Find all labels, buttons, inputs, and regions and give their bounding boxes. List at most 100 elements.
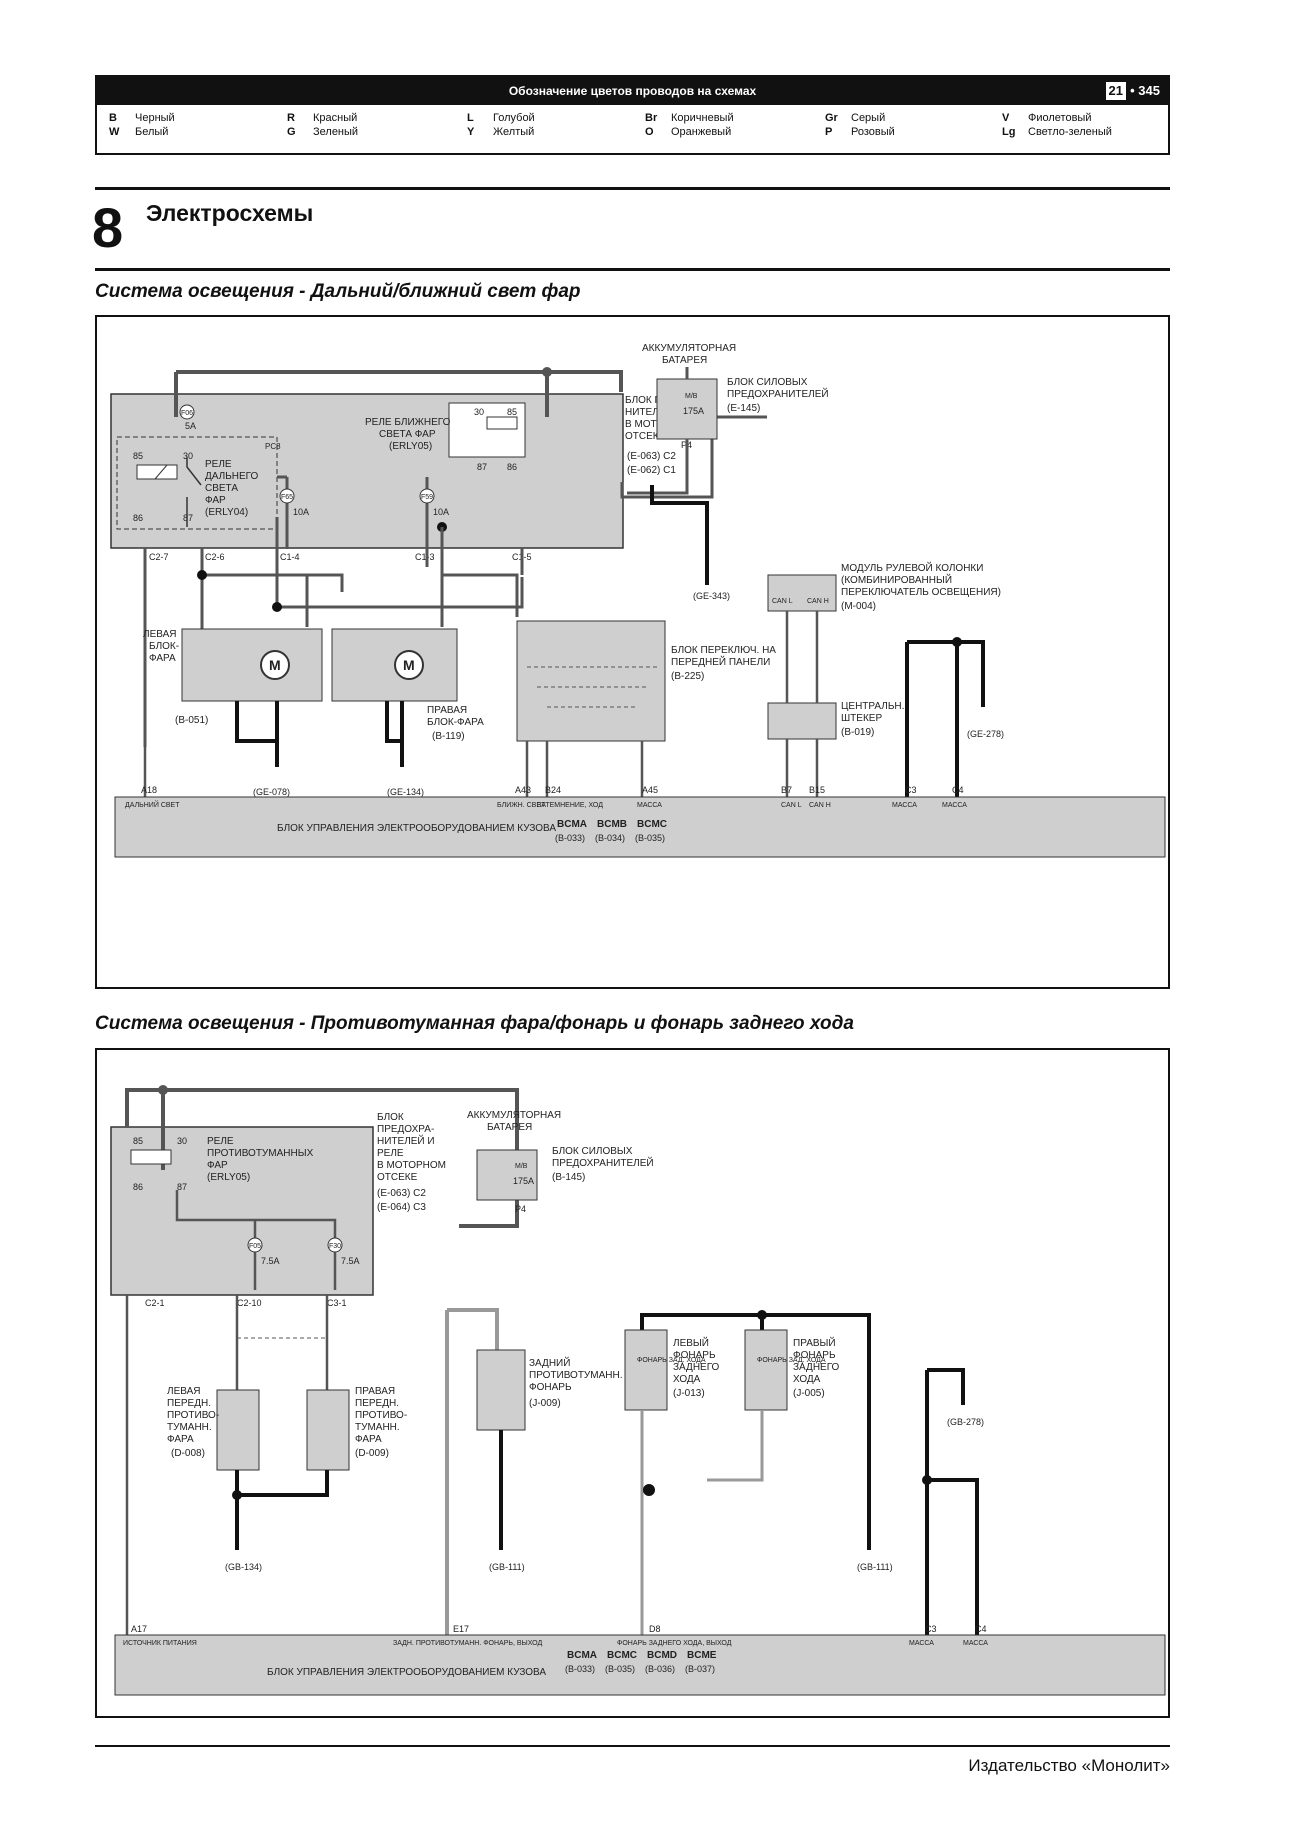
svg-text:(J-013): (J-013) [673,1388,705,1399]
svg-text:CAN L: CAN L [772,598,793,605]
svg-text:(B-225): (B-225) [671,671,704,682]
svg-text:(D-008): (D-008) [171,1448,205,1459]
svg-text:(GB-278): (GB-278) [947,1417,984,1427]
svg-text:(GE-134): (GE-134) [387,787,424,797]
svg-text:(E-145): (E-145) [727,403,760,414]
central-plug [767,702,837,740]
body-control-module [114,1634,1166,1696]
section-rule [95,187,1170,190]
svg-text:(B-033)(B-034)(B-035): (B-033)(B-034)(B-035) [555,833,665,843]
svg-text:(J-005): (J-005) [793,1388,825,1399]
left-headlamp [181,628,323,702]
svg-text:(D-009): (D-009) [355,1448,389,1459]
svg-text:(B-145): (B-145) [552,1172,585,1183]
power-fuse-block [656,378,718,440]
svg-text:(B-033)(B-035)(B-036)(B-037): (B-033)(B-035)(B-036)(B-037) [565,1664,715,1674]
front-panel-switch-block [516,620,666,742]
svg-text:ЦЕНТРАЛЬН.ШТЕКЕР: ЦЕНТРАЛЬН.ШТЕКЕР [841,701,904,724]
legend-title-bar: Обозначение цветов проводов на схемах 21… [97,77,1168,105]
svg-text:85: 85 [133,451,143,461]
left-reverse-lamp [624,1329,668,1411]
svg-text:F30: F30 [329,1243,341,1250]
svg-text:МОДУЛЬ РУЛЕВОЙ КОЛОНКИ(КОМБИНИ: МОДУЛЬ РУЛЕВОЙ КОЛОНКИ(КОМБИНИРОВАННЫЙПЕ… [841,561,1001,598]
svg-text:P4: P4 [515,1204,526,1214]
svg-text:7.5A: 7.5A [261,1256,280,1266]
svg-text:87: 87 [183,513,193,523]
svg-text:F65: F65 [281,494,293,501]
svg-text:БЛОК УПРАВЛЕНИЯ ЭЛЕКТРООБОРУДО: БЛОК УПРАВЛЕНИЯ ЭЛЕКТРООБОРУДОВАНИЕМ КУЗ… [277,823,556,834]
svg-text:(GE-078): (GE-078) [253,787,290,797]
svg-text:(GB-111): (GB-111) [857,1562,893,1572]
svg-text:(M-004): (M-004) [841,601,876,612]
svg-text:85: 85 [507,407,517,417]
section-number: 8 [92,196,124,259]
svg-text:(GE-278): (GE-278) [967,729,1004,739]
svg-text:F06: F06 [181,410,193,417]
right-reverse-lamp [744,1329,788,1411]
svg-text:87: 87 [477,462,487,472]
svg-text:M/B: M/B [685,393,698,400]
svg-text:30: 30 [183,451,193,461]
svg-text:5A: 5A [185,421,196,431]
svg-text:7.5A: 7.5A [341,1256,360,1266]
svg-text:M: M [269,657,281,673]
rear-fog-lamp [476,1349,526,1431]
steering-column-module [767,574,837,612]
svg-text:БЛОК УПРАВЛЕНИЯ ЭЛЕКТРООБОРУДО: БЛОК УПРАВЛЕНИЯ ЭЛЕКТРООБОРУДОВАНИЕМ КУЗ… [267,1667,546,1678]
chapter-number: 21 [1105,82,1126,100]
svg-text:(E-063) C2(E-062) C1: (E-063) C2(E-062) C1 [627,451,676,476]
fuse-relay-block [110,393,624,549]
legend-title: Обозначение цветов проводов на схемах [508,84,757,98]
wire-color-legend: Обозначение цветов проводов на схемах 21… [95,75,1170,155]
svg-text:M/B: M/B [515,1163,528,1170]
svg-text:(B-051): (B-051) [175,715,208,726]
svg-text:(B-119): (B-119) [432,731,465,742]
body-control-module [114,796,1166,858]
svg-text:175A: 175A [683,406,704,416]
svg-text:F59: F59 [421,494,433,501]
page-number: • 345 [1130,83,1160,98]
section-title: Электросхемы [146,200,314,226]
right-fog-lamp [306,1389,350,1471]
diagram2-title: Система освещения - Противотуманная фара… [95,1013,854,1034]
svg-text:ФОНАРЬ ЗАД. ХОДА: ФОНАРЬ ЗАД. ХОДА [757,1357,826,1364]
svg-text:F05: F05 [249,1243,261,1250]
left-fog-lamp [216,1389,260,1471]
svg-text:M: M [403,657,415,673]
svg-text:(GB-134): (GB-134) [225,1562,262,1572]
svg-text:PC8: PC8 [265,442,281,451]
svg-text:CAN H: CAN H [807,598,829,605]
